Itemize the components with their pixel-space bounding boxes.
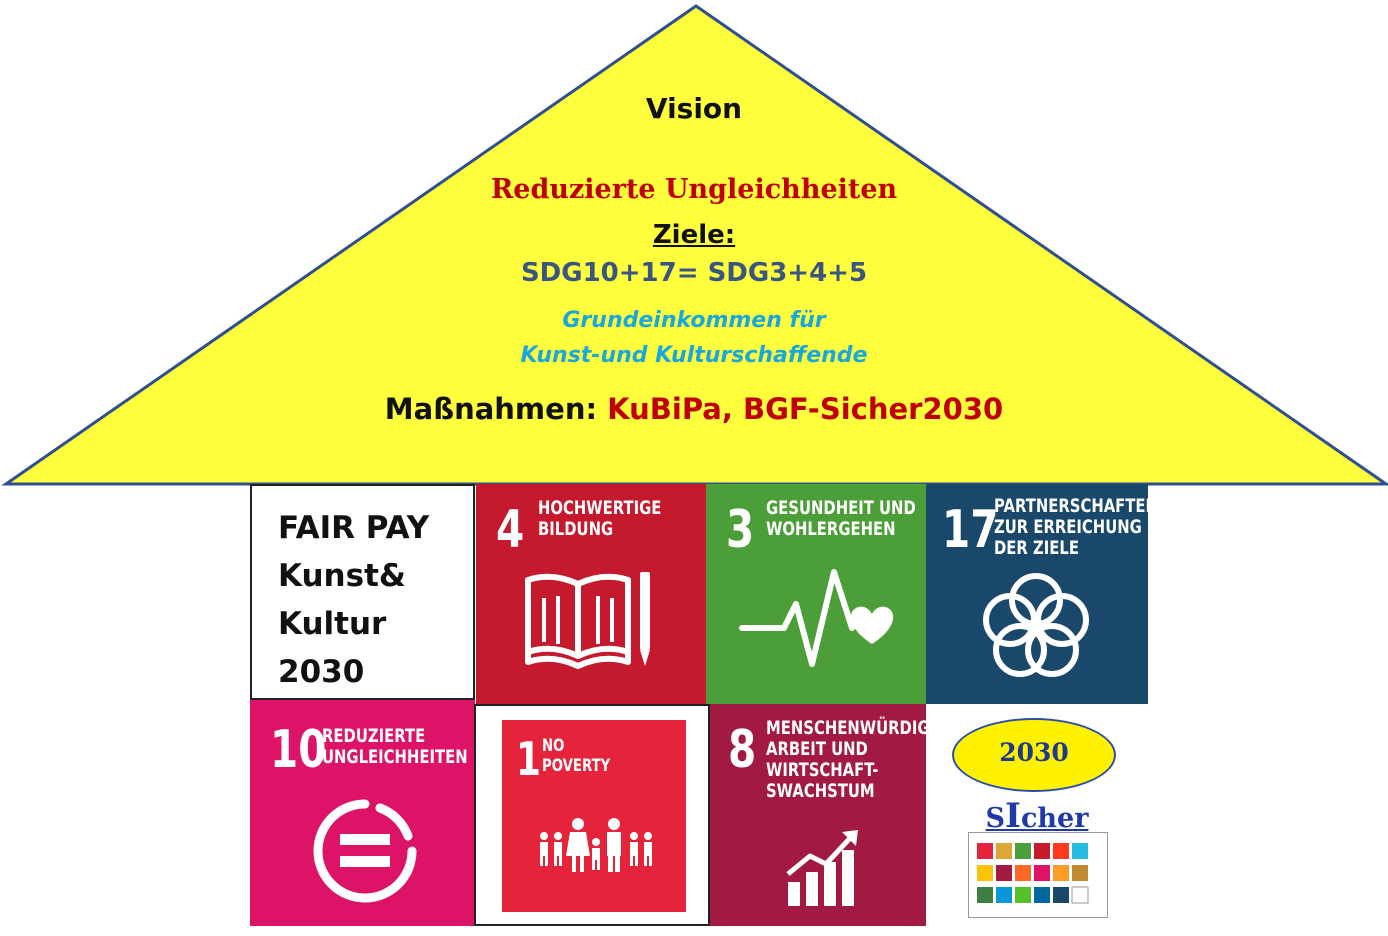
mini-sdg-square bbox=[1072, 843, 1088, 859]
fair-pay-box: FAIR PAY Kunst& Kultur 2030 bbox=[250, 484, 475, 700]
measures-line: Maßnahmen: KuBiPa, BGF-Sicher2030 bbox=[0, 392, 1388, 426]
sdg-formula: SDG10+17= SDG3+4+5 bbox=[520, 258, 868, 288]
sicher-link-i: I bbox=[1005, 796, 1021, 836]
sicher-link-prefix: S bbox=[985, 803, 1006, 834]
sdg-1-frame: 1 NO POVERTY bbox=[474, 704, 710, 926]
sdg-10-title: REDUZIERTE UNGLEICHHEITEN bbox=[322, 726, 468, 768]
sdg-8-title-line-3: WIRTSCHAFT- bbox=[766, 759, 879, 781]
sdg-17-number: 17 bbox=[942, 500, 999, 560]
sdg-1-title-line-1: NO bbox=[542, 736, 565, 756]
sicher-link[interactable]: SIcher bbox=[926, 796, 1148, 836]
sdg-4-tile: 4 HOCHWERTIGE BILDUNG bbox=[476, 484, 706, 704]
sdg-17-title-line-3: DER ZIELE bbox=[994, 537, 1079, 559]
fair-pay-line-1: FAIR PAY bbox=[278, 510, 430, 546]
mini-sdg-square bbox=[1034, 865, 1050, 881]
sdg-3-tile: 3 GESUNDHEIT UND WOHLERGEHEN bbox=[706, 484, 926, 704]
sdg-8-title: MENSCHENWÜRDIGE ARBEIT UND WIRTSCHAFT- S… bbox=[766, 718, 926, 802]
goals-heading: Ziele: bbox=[652, 220, 736, 250]
sdg-1-title-line-2: POVERTY bbox=[542, 756, 611, 776]
mini-sdg-square bbox=[1034, 843, 1050, 859]
sdg-10-title-line-1: REDUZIERTE bbox=[322, 725, 426, 747]
sdg-17-tile: 17 PARTNERSCHAFTEN ZUR ERREICHUNG DER ZI… bbox=[926, 484, 1148, 704]
book-pencil-icon bbox=[525, 572, 650, 669]
fair-pay-line-3: Kultur bbox=[278, 606, 387, 642]
sdg-4-title-line-2: BILDUNG bbox=[538, 518, 614, 540]
mini-sdg-square bbox=[1053, 865, 1069, 881]
sdg-3-title-line-2: WOHLERGEHEN bbox=[766, 518, 896, 540]
equals-circle-icon bbox=[313, 799, 417, 903]
growth-chart-icon bbox=[786, 830, 858, 906]
sdg-1-title: NO POVERTY bbox=[542, 736, 610, 776]
vision-heading: Vision bbox=[645, 92, 743, 125]
mini-sdg-square bbox=[996, 865, 1012, 881]
sdg-17-title: PARTNERSCHAFTEN ZUR ERREICHUNG DER ZIELE bbox=[994, 496, 1148, 559]
basic-income-line-2: Kunst-und Kulturschaffende bbox=[520, 343, 868, 368]
sdg-17-title-line-1: PARTNERSCHAFTEN bbox=[994, 495, 1148, 517]
mini-sdg-square bbox=[996, 887, 1012, 903]
sdg-8-title-line-2: ARBEIT UND bbox=[766, 738, 868, 760]
sdg-17-title-line-2: ZUR ERREICHUNG bbox=[994, 516, 1142, 538]
vision-subtitle: Reduzierte Ungleichheiten bbox=[490, 174, 898, 205]
mini-sdg-square bbox=[1015, 887, 1031, 903]
mini-sdg-square bbox=[977, 887, 993, 903]
fair-pay-text: FAIR PAY Kunst& Kultur 2030 bbox=[278, 504, 429, 696]
basic-income-text: Grundeinkommen für Kunst-und Kulturschaf… bbox=[0, 303, 1388, 373]
year-label: 2030 bbox=[999, 738, 1069, 767]
sdg-3-title: GESUNDHEIT UND WOHLERGEHEN bbox=[766, 498, 916, 540]
sdg-1-tile: 1 NO POVERTY bbox=[502, 720, 686, 912]
sicher-link-suffix: cher bbox=[1020, 803, 1089, 834]
mini-sdg-square bbox=[1015, 843, 1031, 859]
year-ellipse: 2030 bbox=[952, 718, 1116, 792]
sdg-3-number: 3 bbox=[726, 500, 755, 560]
mini-sdg-square bbox=[977, 843, 993, 859]
measures-label: Maßnahmen: bbox=[384, 392, 598, 426]
mini-sdg-square bbox=[1053, 843, 1069, 859]
fair-pay-line-2: Kunst& bbox=[278, 558, 406, 594]
sdg-4-number: 4 bbox=[496, 500, 525, 560]
mini-sdg-square bbox=[977, 865, 993, 881]
mini-sdg-square bbox=[1034, 887, 1050, 903]
basic-income-line-1: Grundeinkommen für bbox=[562, 308, 826, 333]
measures-value: KuBiPa, BGF-Sicher2030 bbox=[607, 392, 1004, 426]
mini-sdg-square bbox=[996, 843, 1012, 859]
family-icon bbox=[540, 818, 652, 872]
sdg-4-title: HOCHWERTIGE BILDUNG bbox=[538, 498, 661, 540]
fair-pay-line-4: 2030 bbox=[278, 654, 365, 690]
mini-sdg-square bbox=[1071, 886, 1089, 904]
sdg-1-number: 1 bbox=[516, 732, 541, 786]
sdg-10-number: 10 bbox=[270, 720, 327, 780]
sdg-4-title-line-1: HOCHWERTIGE bbox=[538, 497, 662, 519]
heartbeat-icon bbox=[739, 569, 894, 667]
sdg-8-title-line-4: SWACHSTUM bbox=[766, 780, 875, 802]
sdg-8-number: 8 bbox=[728, 720, 757, 780]
sdg-3-title-line-1: GESUNDHEIT UND bbox=[766, 497, 916, 519]
mini-sdg-square bbox=[1053, 887, 1069, 903]
interlocking-rings-icon bbox=[983, 573, 1089, 677]
mini-sdg-square bbox=[1015, 865, 1031, 881]
sdg-10-title-line-2: UNGLEICHHEITEN bbox=[322, 746, 468, 768]
mini-sdg-square bbox=[1072, 865, 1088, 881]
sdg-mini-grid-icon bbox=[968, 832, 1108, 918]
sicher-2030-tile: 2030 SIcher bbox=[926, 704, 1148, 926]
sdg-10-tile: 10 REDUZIERTE UNGLEICHHEITEN bbox=[250, 700, 475, 926]
sdg-8-tile: 8 MENSCHENWÜRDIGE ARBEIT UND WIRTSCHAFT-… bbox=[710, 704, 926, 926]
sdg-8-title-line-1: MENSCHENWÜRDIGE bbox=[766, 717, 926, 739]
